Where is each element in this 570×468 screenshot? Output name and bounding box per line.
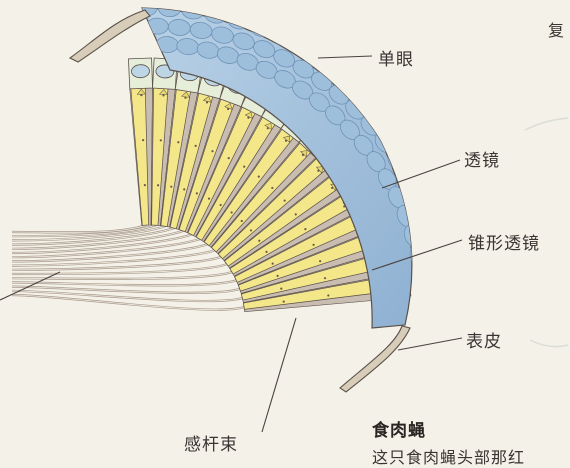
rod-dot	[208, 197, 210, 199]
crystalline-cone	[131, 64, 149, 78]
lens-facet	[427, 189, 450, 215]
leader-rhabdom	[262, 318, 296, 432]
lens-facet	[135, 36, 157, 52]
rod-dot	[241, 220, 243, 222]
rod-dot	[324, 277, 326, 279]
rod-dot	[211, 150, 213, 152]
label-cuticle: 表皮	[466, 327, 502, 352]
rod-dot	[228, 157, 230, 159]
rod-dot	[284, 199, 286, 201]
rod-dot	[258, 176, 260, 178]
rod-dot	[319, 260, 321, 262]
lens-facet	[435, 294, 452, 317]
lens-facet	[428, 249, 448, 274]
rod-dot	[271, 187, 273, 189]
lens-facet	[406, 147, 431, 174]
lens-facet	[363, 91, 390, 118]
rod-dot	[142, 139, 144, 141]
label-crystalline-cone: 锥形透镜	[468, 229, 540, 254]
rod-dot	[327, 294, 329, 296]
rod-dot	[280, 288, 282, 290]
label-ommatidium: 单眼	[378, 45, 414, 70]
lens-facet	[417, 168, 441, 195]
rod-dot	[230, 211, 232, 213]
label-lens: 透镜	[464, 146, 500, 171]
rod-dot	[295, 213, 297, 215]
cuticle-top	[70, 10, 150, 62]
rod-dot	[304, 228, 306, 230]
lens-facet	[436, 211, 458, 237]
label-rhabdom: 感杆束	[184, 430, 238, 455]
rod-dot	[160, 139, 162, 141]
lens-facet	[415, 206, 438, 232]
rod-dot	[196, 192, 198, 194]
rod-dot	[220, 204, 222, 206]
rod-dot	[157, 184, 159, 186]
corner-text-cut: 复	[548, 17, 565, 41]
nerve-fiber	[12, 257, 221, 270]
rod-dot	[258, 240, 260, 242]
rod-dot	[265, 251, 267, 253]
caption-body-cut: 这只食肉蝇头部那红	[372, 444, 525, 468]
rod-dot	[243, 166, 245, 168]
rod-dot	[195, 145, 197, 147]
rod-dot	[183, 188, 185, 190]
lens-facet	[452, 281, 470, 304]
rod-dot	[276, 275, 278, 277]
lens-facet	[346, 75, 373, 102]
caption-heading: 食肉蝇	[372, 416, 426, 441]
lens-facet	[432, 272, 451, 296]
nerve-fiber-highlight	[12, 280, 236, 285]
lens-facet	[114, 36, 137, 54]
rod-dot	[312, 244, 314, 246]
compound-eye-diagram	[0, 0, 570, 456]
rod-dot	[144, 184, 146, 186]
lens-facet	[146, 18, 168, 35]
rod-dot	[272, 263, 274, 265]
rod-dot	[170, 186, 172, 188]
lens-facet	[413, 263, 432, 287]
lens-facet	[393, 127, 419, 154]
lens-facet	[378, 109, 404, 136]
rod-dot	[250, 229, 252, 231]
lens-facet	[448, 258, 467, 282]
cuticle-bottom	[340, 326, 410, 392]
leader-ommatidium	[318, 56, 372, 58]
rod-dot	[177, 141, 179, 143]
lens-facet	[416, 284, 434, 307]
lens-facet	[443, 234, 464, 259]
rod-dot	[283, 301, 285, 303]
lens-facet	[406, 186, 430, 213]
leader-cuticle	[398, 338, 462, 350]
